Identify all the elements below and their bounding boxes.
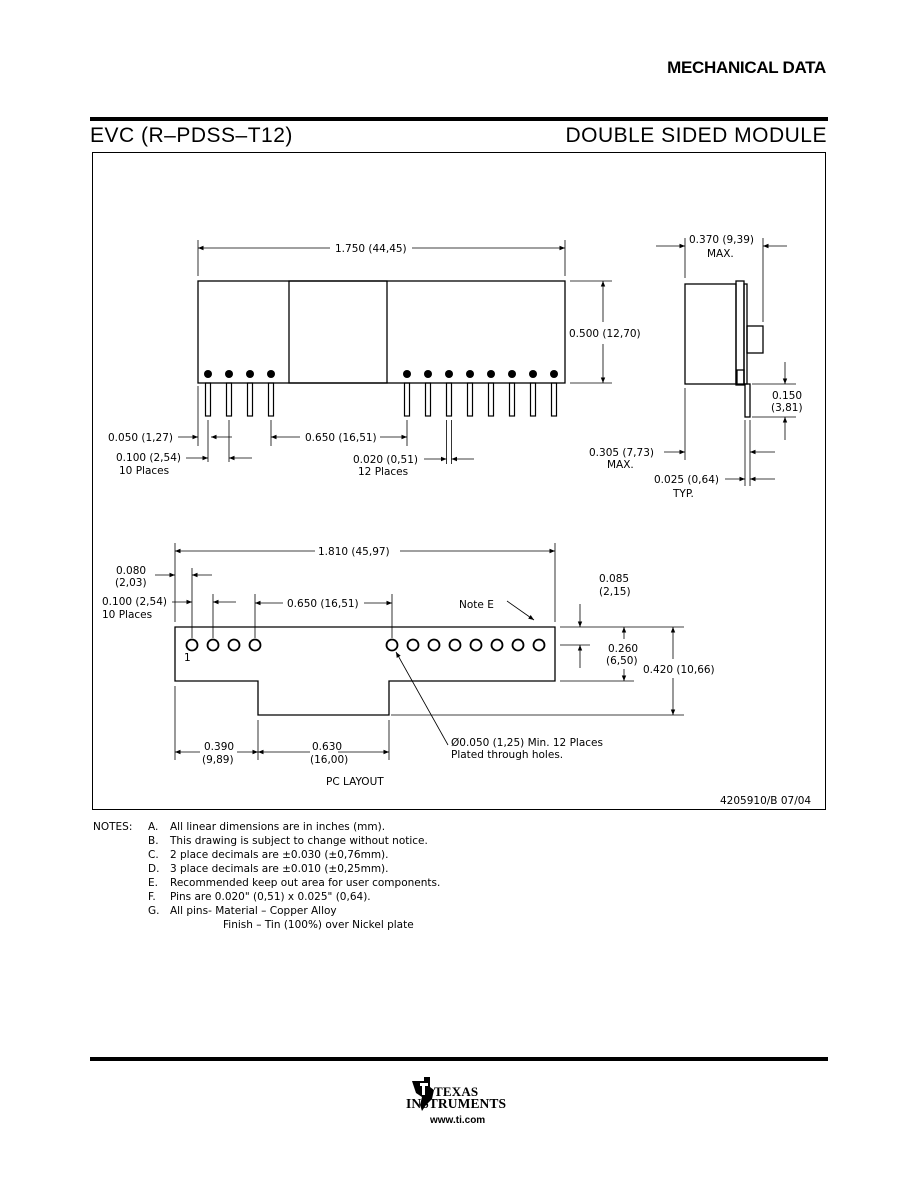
note-item: D.3 place decimals are ±0.010 (±0,25mm). bbox=[148, 863, 389, 875]
dim-row-height: 0.260 bbox=[608, 643, 638, 655]
dim-pc-width: 1.810 (45,97) bbox=[318, 546, 390, 558]
notes-label: NOTES: bbox=[93, 821, 133, 833]
dim-row-height-mm: (6,50) bbox=[606, 655, 638, 667]
logo-text-instruments: INSTRUMENTS bbox=[406, 1096, 507, 1111]
dim-pin-width-note: 12 Places bbox=[358, 466, 408, 478]
pc-dim-lines bbox=[155, 543, 684, 760]
note-item: G.All pins- Material – Copper Alloy bbox=[148, 905, 337, 917]
dim-edge-offset: 0.080 bbox=[116, 565, 146, 577]
dim-pc-pitch: 0.100 (2,54) bbox=[102, 596, 167, 608]
note-item: A.All linear dimensions are in inches (m… bbox=[148, 821, 386, 833]
dim-left-width: 0.390 bbox=[204, 741, 234, 753]
dim-body-max: 0.305 (7,73) bbox=[589, 447, 654, 459]
dim-pin-width: 0.020 (0,51) bbox=[353, 454, 418, 466]
dim-top-offset-mm: (2,15) bbox=[599, 586, 631, 598]
dim-max-label: MAX. bbox=[707, 248, 734, 260]
pin-1-label: 1 bbox=[184, 652, 191, 664]
front-pins bbox=[204, 370, 558, 417]
dim-pc-pitch-note: 10 Places bbox=[102, 609, 152, 621]
module-component bbox=[288, 280, 388, 384]
drawing-frame bbox=[92, 152, 826, 810]
side-view bbox=[684, 280, 764, 418]
dim-pin-length: 0.150 bbox=[772, 390, 802, 402]
website-link[interactable]: www.ti.com bbox=[430, 1115, 486, 1126]
dim-length: 1.750 (44,45) bbox=[335, 243, 407, 255]
note-item: E.Recommended keep out area for user com… bbox=[148, 877, 441, 889]
dim-cut-width-mm: (16,00) bbox=[310, 754, 348, 766]
note-item: F.Pins are 0.020" (0,51) x 0.025" (0,64)… bbox=[148, 891, 371, 903]
pc-layout-title: PC LAYOUT bbox=[326, 776, 384, 788]
keepout-outline bbox=[174, 626, 556, 716]
dim-left-width-mm: (9,89) bbox=[202, 754, 234, 766]
dim-total-height: 0.420 (10,66) bbox=[643, 664, 715, 676]
dim-pitch-note: 10 Places bbox=[119, 465, 169, 477]
side-dim-lines bbox=[656, 238, 796, 486]
ti-logo-icon bbox=[412, 1077, 434, 1111]
drawing-id: 4205910/B 07/04 bbox=[720, 795, 811, 807]
dim-cut-width: 0.630 bbox=[312, 741, 342, 753]
note-finish: Finish – Tin (100%) over Nickel plate bbox=[223, 919, 414, 931]
side-body bbox=[684, 283, 737, 385]
dim-body-max-label: MAX. bbox=[607, 459, 634, 471]
dim-pc-gap: 0.650 (16,51) bbox=[287, 598, 359, 610]
note-e-label: Note E bbox=[459, 599, 494, 611]
dim-pin-thickness: 0.025 (0,64) bbox=[654, 474, 719, 486]
dim-pin-length-mm: (3,81) bbox=[771, 402, 803, 414]
note-item: B.This drawing is subject to change with… bbox=[148, 835, 428, 847]
dim-height: 0.500 (12,70) bbox=[569, 328, 641, 340]
front-dim-lines bbox=[178, 386, 474, 464]
front-view bbox=[197, 240, 612, 384]
pc-layout bbox=[174, 626, 556, 716]
pc-holes bbox=[185, 638, 546, 652]
dim-edge-offset-mm: (2,03) bbox=[115, 577, 147, 589]
dim-max-thickness: 0.370 (9,39) bbox=[689, 234, 754, 246]
side-dim-labels: 0.370 (9,39) MAX. 0.150 (3,81) 0.305 (7,… bbox=[589, 234, 803, 500]
logo-text-texas: TEXAS bbox=[434, 1084, 479, 1099]
dim-pitch: 0.100 (2,54) bbox=[116, 452, 181, 464]
module-body bbox=[197, 280, 566, 384]
bottom-rule bbox=[90, 1057, 828, 1061]
dim-pin-offset: 0.050 (1,27) bbox=[108, 432, 173, 444]
dim-top-offset: 0.085 bbox=[599, 573, 629, 585]
note-item: C.2 place decimals are ±0.030 (±0,76mm). bbox=[148, 849, 389, 861]
dim-typ-label: TYP. bbox=[672, 488, 694, 500]
top-rule bbox=[90, 117, 828, 121]
hole-note-line-1: Ø0.050 (1,25) Min. 12 Places bbox=[451, 737, 603, 749]
page-title: MECHANICAL DATA bbox=[667, 58, 826, 77]
pc-dim-labels: 1.810 (45,97) 0.080 (2,03) 0.100 (2,54) … bbox=[102, 546, 811, 807]
package-name: EVC (R–PDSS–T12) bbox=[90, 124, 293, 147]
front-dim-labels: 1.750 (44,45) 0.500 (12,70) 0.050 (1,27)… bbox=[108, 243, 641, 478]
package-type: DOUBLE SIDED MODULE bbox=[565, 124, 827, 147]
hole-note-line-2: Plated through holes. bbox=[451, 749, 563, 761]
dim-gap: 0.650 (16,51) bbox=[305, 432, 377, 444]
